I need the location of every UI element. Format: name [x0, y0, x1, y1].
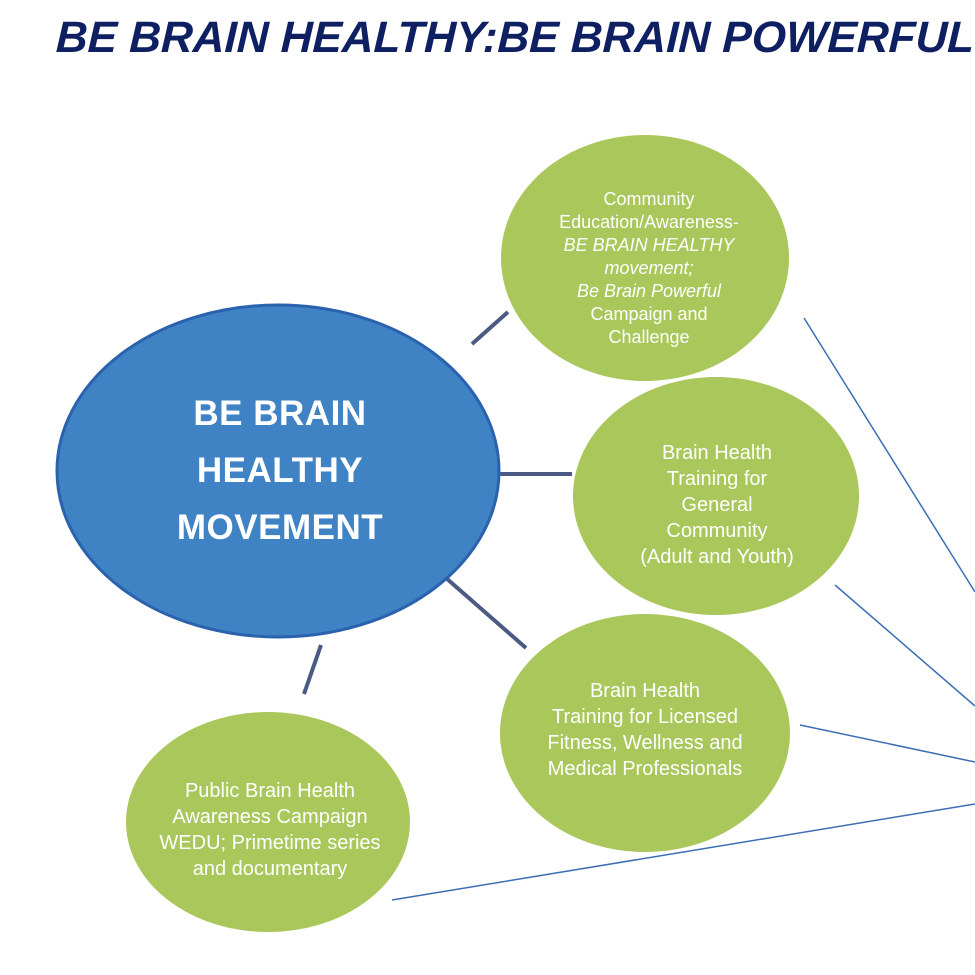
connector-licensed [444, 576, 528, 650]
nodes.public.lines-line: Awareness Campaign [172, 806, 368, 828]
nodes.licensed.lines-line: Training for Licensed [551, 706, 739, 728]
nodes.public.lines-line: and documentary [192, 858, 348, 880]
arrow-line-community [803, 317, 975, 593]
nodes.community.lines-line: BE BRAIN HEALTHY [563, 234, 735, 255]
bubble-licensed [500, 614, 790, 852]
main_node.lines-line: HEALTHY [196, 450, 364, 490]
nodes.public.lines-line: WEDU; Primetime series [159, 832, 381, 854]
bubble-community [501, 135, 789, 381]
nodes.licensed.lines-line: Fitness, Wellness and [547, 732, 743, 754]
nodes.community.lines-line: Be Brain Powerful [576, 280, 722, 301]
connector-public [302, 644, 323, 695]
main_node.lines-line: MOVEMENT [176, 507, 384, 547]
nodes.general.lines-line: Brain Health [661, 442, 773, 464]
nodes.general.lines-line: Community [666, 520, 768, 542]
arrow-line-general [834, 584, 975, 707]
main_node.lines-line: BE BRAIN [193, 393, 367, 433]
nodes.general.lines-line: General [681, 494, 753, 516]
nodes.general.lines-line: Training for [666, 468, 768, 490]
nodes.general.lines-line: (Adult and Youth) [640, 546, 794, 568]
nodes.licensed.lines-line: Medical Professionals [547, 758, 743, 780]
nodes.community.lines-line: Community [603, 188, 695, 209]
nodes.community.lines-line: movement; [604, 257, 694, 278]
nodes.public.lines-line: Public Brain Health [184, 780, 356, 802]
arrow-line-licensed [799, 724, 975, 763]
arrow-line-public [391, 803, 975, 901]
nodes.community.lines-line: Education/Awareness- [559, 211, 739, 232]
nodes.community.lines-line: Campaign and [590, 303, 708, 324]
main-node-label: BE BRAIN HEALTHY MOVEMENT [70, 305, 490, 635]
bubble-public [126, 712, 410, 932]
nodes.licensed.lines-line: Brain Health [589, 680, 701, 702]
bubble-general [573, 377, 859, 615]
main-circle [55, 303, 501, 639]
nodes.community.lines-line: Challenge [608, 326, 690, 347]
connector-community [470, 310, 510, 346]
